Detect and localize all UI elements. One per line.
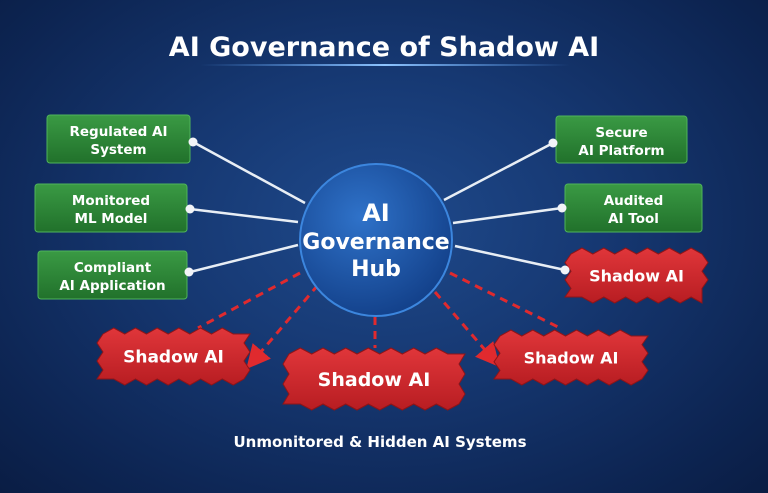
shadow-ai-label: Shadow AI: [123, 348, 224, 368]
node-label-line: Audited: [604, 193, 664, 209]
dashed-connectors: [197, 271, 561, 370]
dashed-arrow: [433, 291, 500, 368]
dashed-arrow: [246, 284, 320, 370]
governed-node[interactable]: Regulated AI System: [46, 114, 191, 164]
footer-caption: Unmonitored & Hidden AI Systems: [234, 433, 527, 451]
connector: [443, 141, 554, 202]
dashed-connector: [449, 271, 561, 330]
connector-dots: [184, 137, 570, 277]
governed-node[interactable]: Audited AI Tool: [564, 183, 703, 233]
governed-node[interactable]: Secure AI Platform: [555, 115, 688, 164]
connector: [192, 140, 306, 205]
hub-label-line: Governance: [302, 230, 449, 255]
connector: [189, 207, 299, 224]
page-title: AI Governance of Shadow AI: [169, 32, 599, 63]
node-label-line: AI Platform: [578, 143, 664, 159]
node-label-line: AI Application: [59, 278, 165, 294]
governance-hub[interactable]: AI Governance Hub: [299, 163, 453, 317]
connector: [452, 206, 563, 225]
node-label-line: System: [90, 142, 146, 158]
shadow-ai-node[interactable]: Shadow AI: [282, 347, 466, 411]
node-label-line: Secure: [595, 125, 647, 141]
dashed-connector: [197, 271, 301, 330]
node-label-line: AI Tool: [608, 211, 659, 227]
node-label-line: Monitored: [72, 193, 150, 209]
shadow-ai-label: Shadow AI: [524, 348, 619, 367]
governed-node[interactable]: Compliant AI Application: [37, 250, 188, 300]
shadow-ai-node[interactable]: Shadow AI: [564, 247, 709, 304]
shadow-ai-label: Shadow AI: [318, 369, 431, 391]
hub-label-line: AI: [362, 199, 390, 227]
hub-label-line: Hub: [351, 257, 401, 282]
title-underline: [200, 64, 570, 66]
shadow-ai-node[interactable]: Shadow AI: [493, 329, 649, 386]
shadow-ai-node[interactable]: Shadow AI: [96, 327, 251, 386]
governed-node[interactable]: Monitored ML Model: [34, 183, 188, 233]
solid-connectors: [189, 140, 566, 274]
connector: [189, 243, 299, 274]
shadow-ai-label: Shadow AI: [589, 266, 684, 285]
node-label-line: Regulated AI: [69, 124, 167, 140]
node-label-line: ML Model: [75, 211, 148, 227]
connector: [454, 244, 566, 272]
node-label-line: Compliant: [74, 260, 152, 276]
